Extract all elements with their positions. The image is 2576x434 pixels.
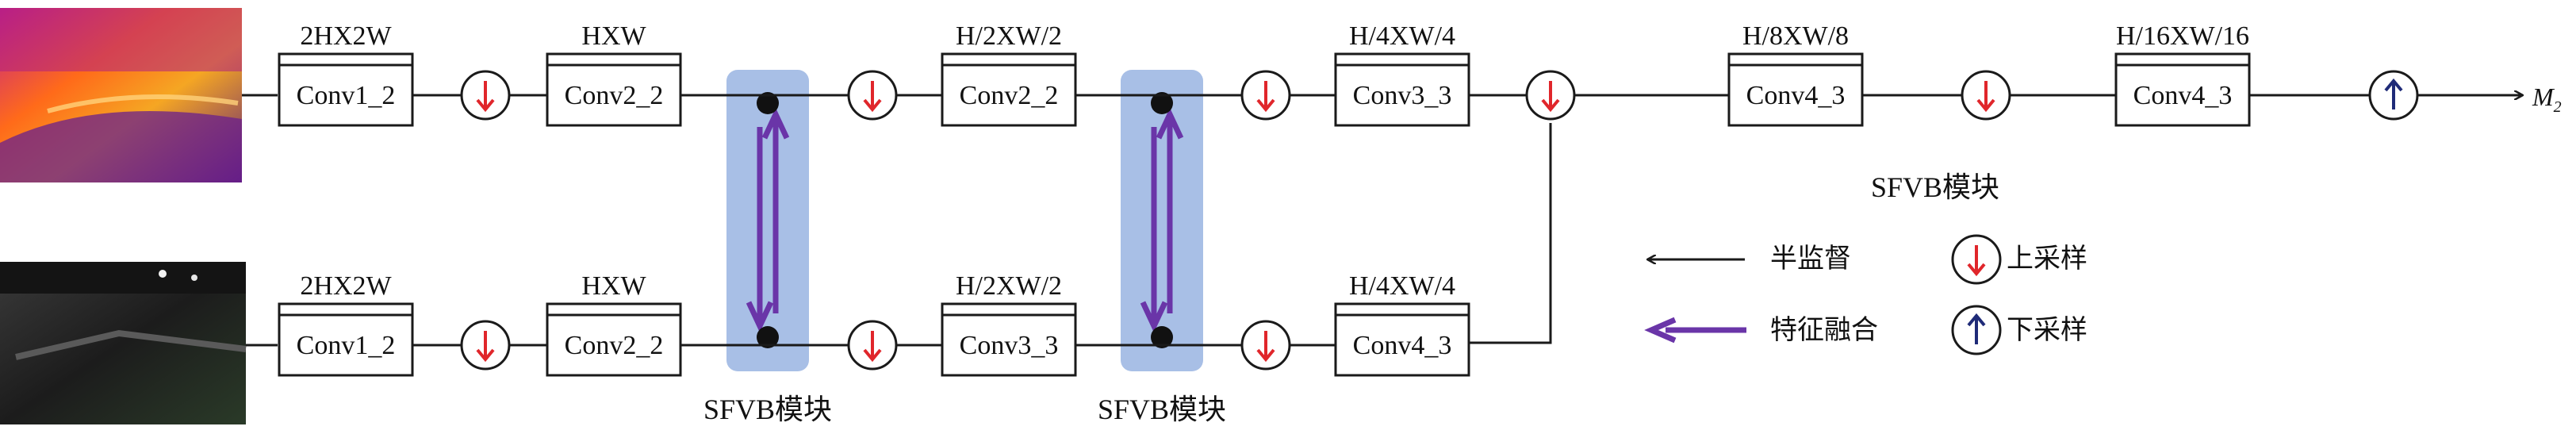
conv-label: Conv1_2 xyxy=(297,81,396,110)
conv-label: Conv2_2 xyxy=(960,81,1059,110)
conv-label: Conv3_3 xyxy=(960,331,1059,360)
sfvb-label: SFVB模块 xyxy=(1098,394,1226,425)
conv-block-top-1 xyxy=(278,63,414,127)
dimension-label: 2HX2W xyxy=(300,271,392,301)
conv-block-bottom-1 xyxy=(278,313,414,377)
legend-downsample: 下采样 xyxy=(2007,315,2087,345)
dimension-label: H/2XW/2 xyxy=(956,271,1062,301)
dimension-brace xyxy=(278,52,414,65)
dimension-brace xyxy=(1727,52,1864,65)
conv-label: Conv4_3 xyxy=(1746,81,1846,110)
dimension-label: H/8XW/8 xyxy=(1742,21,1849,51)
conv-block-top-3 xyxy=(941,63,1077,127)
down-arrowhead xyxy=(1256,98,1275,113)
down-arrowhead xyxy=(863,98,882,113)
dimension-label: HXW xyxy=(581,271,646,301)
fusion-arrowhead xyxy=(761,107,790,140)
dimension-label: H/16XW/16 xyxy=(2116,21,2249,51)
conv-block-top-4 xyxy=(1334,63,1470,127)
up-arrowhead xyxy=(2384,78,2403,92)
legend-upsample: 上采样 xyxy=(2007,244,2087,274)
feature-fusion-arrowhead xyxy=(1644,317,1677,344)
output-symbol: M2 xyxy=(2532,83,2562,116)
legend-feature-fusion: 特征融合 xyxy=(1770,315,1878,345)
dimension-brace xyxy=(1334,52,1470,65)
fusion-node xyxy=(1151,326,1173,348)
legend: 半监督 特征融合 上采样 下采样 xyxy=(1644,234,2087,355)
fusion-node xyxy=(1151,92,1173,114)
night-image xyxy=(0,262,247,424)
dimension-brace xyxy=(1334,302,1470,315)
down-arrowhead xyxy=(1967,263,1986,277)
dimension-brace xyxy=(278,302,414,315)
conv-block-bottom-4 xyxy=(1334,313,1470,377)
down-arrowhead xyxy=(1256,348,1275,363)
down-arrowhead xyxy=(1541,98,1560,113)
dimension-brace xyxy=(941,52,1077,65)
legend-semi-supervised: 半监督 xyxy=(1770,244,1851,274)
fusion-arrowhead xyxy=(746,301,774,333)
fusion-node xyxy=(757,92,779,114)
sfvb-block xyxy=(726,70,809,371)
conv-label: Conv1_2 xyxy=(297,331,396,360)
up-arrowhead xyxy=(1967,313,1986,327)
conv-label: Conv4_3 xyxy=(1353,331,1452,360)
dimension-brace xyxy=(941,302,1077,315)
sfvb-block xyxy=(1121,70,1203,371)
sfvb-label: SFVB模块 xyxy=(703,394,832,425)
dimension-label: H/4XW/4 xyxy=(1349,271,1455,301)
dimension-label: HXW xyxy=(581,21,646,51)
dimension-brace xyxy=(2114,52,2251,65)
down-arrowhead xyxy=(476,98,495,113)
dimension-brace xyxy=(546,302,682,315)
fusion-arrowhead xyxy=(1156,107,1184,140)
dimension-label: H/2XW/2 xyxy=(956,21,1062,51)
thermal-image xyxy=(0,8,242,182)
conv-label: Conv3_3 xyxy=(1353,81,1452,110)
down-arrowhead xyxy=(1976,98,1995,113)
dimension-label: H/4XW/4 xyxy=(1349,21,1455,51)
fusion-arrowhead xyxy=(1140,301,1168,333)
fusion-node xyxy=(757,326,779,348)
sfvb-label: SFVB模块 xyxy=(1871,171,1999,203)
conv-block-top-6 xyxy=(2114,63,2251,127)
conv-label: Conv2_2 xyxy=(565,81,664,110)
conv-label: Conv4_3 xyxy=(2133,81,2233,110)
down-arrowhead xyxy=(863,348,882,363)
conv-block-bottom-3 xyxy=(941,313,1077,377)
wires xyxy=(242,94,1552,347)
dimension-label: 2HX2W xyxy=(300,21,392,51)
dimension-brace xyxy=(546,52,682,65)
down-arrowhead xyxy=(476,348,495,363)
conv-label: Conv2_2 xyxy=(565,331,664,360)
